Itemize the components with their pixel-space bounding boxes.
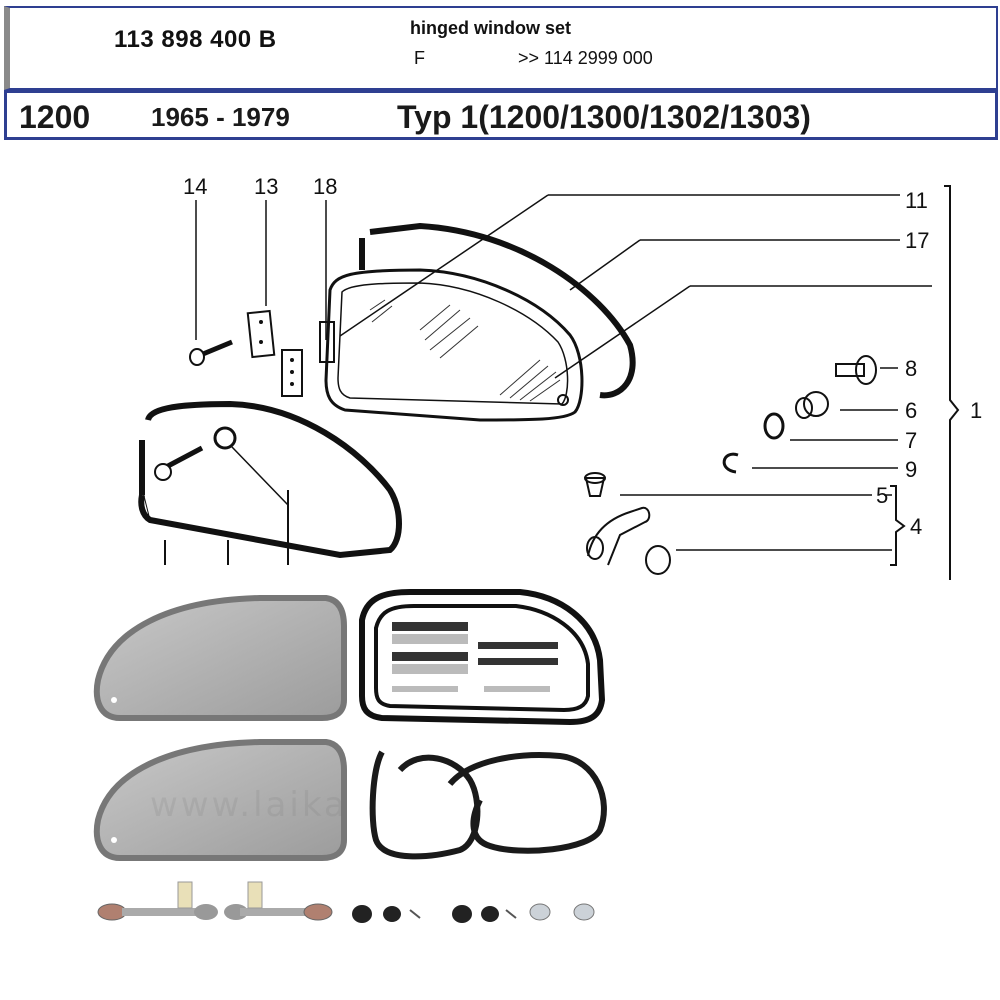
model-code: 1200 [19,99,91,135]
callout-14: 14 [183,174,207,199]
screw-14 [189,339,233,366]
model-years: 1965 - 1979 [151,102,290,132]
screw-head-photo [529,903,595,921]
window-seal-upper [369,222,636,399]
clip-9 [722,452,739,474]
window-glass-photo-2 [93,739,347,861]
callout-17: 17 [905,228,929,253]
callout-6: 6 [905,398,917,423]
seal-ring-icon [213,426,237,450]
screw-icon [154,445,204,481]
latch-photo-2 [224,881,333,921]
latch-icon [586,506,671,575]
rubber-seal-photo [369,750,607,860]
callout-18: 18 [313,174,337,199]
window-seal-lower [138,400,402,559]
callout-9: 9 [905,457,917,482]
part-reference: >> 114 2999 000 [518,48,653,68]
window-glass-photo-1 [93,595,347,721]
hinge-plate-18 [281,349,303,397]
callout-11: 11 [905,188,928,213]
model-bar: 1200 1965 - 1979 Typ 1(1200/1300/1302/13… [4,90,998,140]
knob-6 [795,391,829,419]
knob-5 [584,472,606,497]
window-frame-icon [324,268,584,422]
callout-8: 8 [905,356,917,381]
header-box: 113 898 400 B hinged window set F >> 114… [4,6,998,90]
latch-photo-1 [97,881,218,921]
hinge-strips-photo [392,622,558,665]
part-number: 113 898 400 B [114,26,277,53]
callout-5: 5 [876,483,888,508]
exploded-diagram: 14 13 18 11 17 1 8 6 7 9 5 4 10 [138,174,982,580]
part-flag: F [414,48,425,68]
callout-1: 1 [970,398,982,423]
callout-7: 7 [905,428,917,453]
model-type: Typ 1(1200/1300/1302/1303) [397,99,811,135]
part-description: hinged window set [410,18,571,38]
hinge-plate-13 [246,309,276,359]
washer-7 [763,412,785,440]
callout-13: 13 [254,174,278,199]
callout-4: 4 [910,514,922,539]
hinge-icon [319,321,335,363]
screw-8 [835,355,877,385]
seal-kit-photo [359,589,606,726]
grommet-icon [352,905,499,923]
product-photos [93,589,607,923]
